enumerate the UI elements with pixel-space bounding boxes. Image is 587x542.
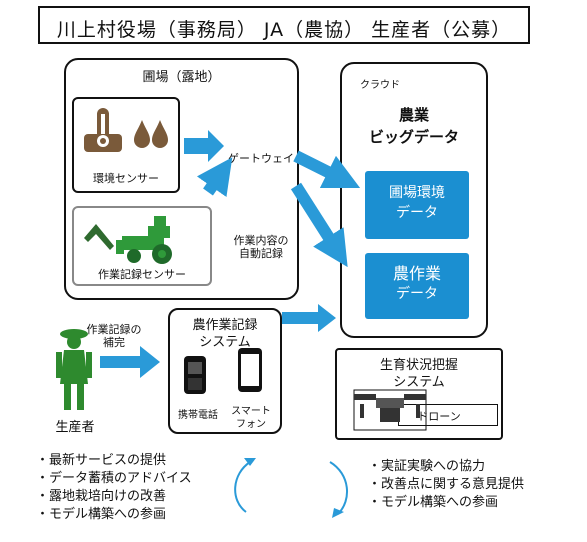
crop-data-box: 農作業 データ [365, 253, 469, 319]
crop-data-line-2: データ [396, 286, 438, 302]
env-data-line-2: データ [396, 205, 438, 221]
title-box: 川上村役場（事務局） JA（農協） 生産者（公募） [38, 6, 530, 44]
sickle-icon [84, 224, 114, 250]
sensor-to-gateway-arrow [184, 130, 224, 162]
farmer-label: 生産者 [55, 420, 95, 435]
smartphone-line-1: スマート [231, 406, 271, 417]
smartphone-icon [238, 348, 262, 392]
tractor-icon [116, 216, 172, 264]
gateway-label: ゲートウェイ [228, 152, 294, 165]
thermometer-icon [84, 108, 122, 152]
work-sensor-to-gateway-arrow [196, 157, 233, 198]
env-sensor-label: 環境センサー [93, 172, 159, 185]
left-bullet-1: ・最新サービスの提供 [36, 453, 167, 468]
drone-icon [353, 389, 427, 431]
gateway-to-env-data-arrow [293, 150, 361, 189]
farmer-note-line-2: 補完 [103, 336, 125, 349]
work-system-line-2: システム [199, 335, 251, 350]
gateway-to-crop-data-arrow [290, 182, 348, 268]
env-data-box: 圃場環境 データ [365, 171, 469, 239]
drone-label: ドローン [417, 410, 461, 423]
env-data-line-1: 圃場環境 [389, 185, 445, 201]
left-bullet-4: ・モデル構築への参画 [36, 507, 167, 522]
left-bullet-3: ・露地栽培向けの改善 [36, 489, 167, 504]
right-bullet-1: ・実証実験への協力 [368, 459, 486, 474]
crop-data-line-1: 農作業 [392, 264, 441, 283]
field-label: 圃場（露地） [142, 70, 221, 85]
system-to-cloud-arrow [282, 304, 336, 332]
cycle-arrow-right [329, 461, 349, 518]
water-drops-icon [134, 120, 168, 148]
work-system-box [168, 308, 282, 434]
cycle-arrow-left [234, 458, 256, 513]
smartphone-line-2: フォン [236, 419, 266, 430]
cloud-label: クラウド [360, 80, 400, 91]
growth-system-line-2: システム [393, 375, 445, 390]
left-bullet-2: ・データ蓄積のアドバイス [36, 471, 192, 486]
work-sensor-label: 作業記録センサー [98, 268, 186, 281]
big-data-line-1: 農業 [398, 106, 429, 124]
auto-record-line-1: 作業内容の [233, 234, 289, 247]
farmer-note-line-1: 作業記録の [86, 323, 142, 336]
farmer-to-system-arrow [100, 346, 160, 378]
auto-record-line-2: 自動記録 [239, 247, 283, 260]
growth-system-line-1: 生育状況把握 [379, 358, 458, 373]
left-bullet-list: ・最新サービスの提供 ・データ蓄積のアドバイス ・露地栽培向けの改善 ・モデル構… [36, 452, 192, 524]
big-data-line-2: ビッグデータ [368, 128, 459, 146]
phone-label: 携帯電話 [178, 410, 218, 421]
farmer-icon [56, 329, 92, 410]
right-bullet-3: ・モデル構築への参画 [368, 495, 499, 510]
work-system-line-1: 農作業記録 [192, 318, 258, 333]
page-title: 川上村役場（事務局） JA（農協） 生産者（公募） [56, 19, 512, 41]
right-bullet-list: ・実証実験への協力 ・改善点に関する意見提供 ・モデル構築への参画 [368, 458, 524, 512]
right-bullet-2: ・改善点に関する意見提供 [368, 477, 525, 492]
mobile-phone-icon [184, 356, 206, 394]
